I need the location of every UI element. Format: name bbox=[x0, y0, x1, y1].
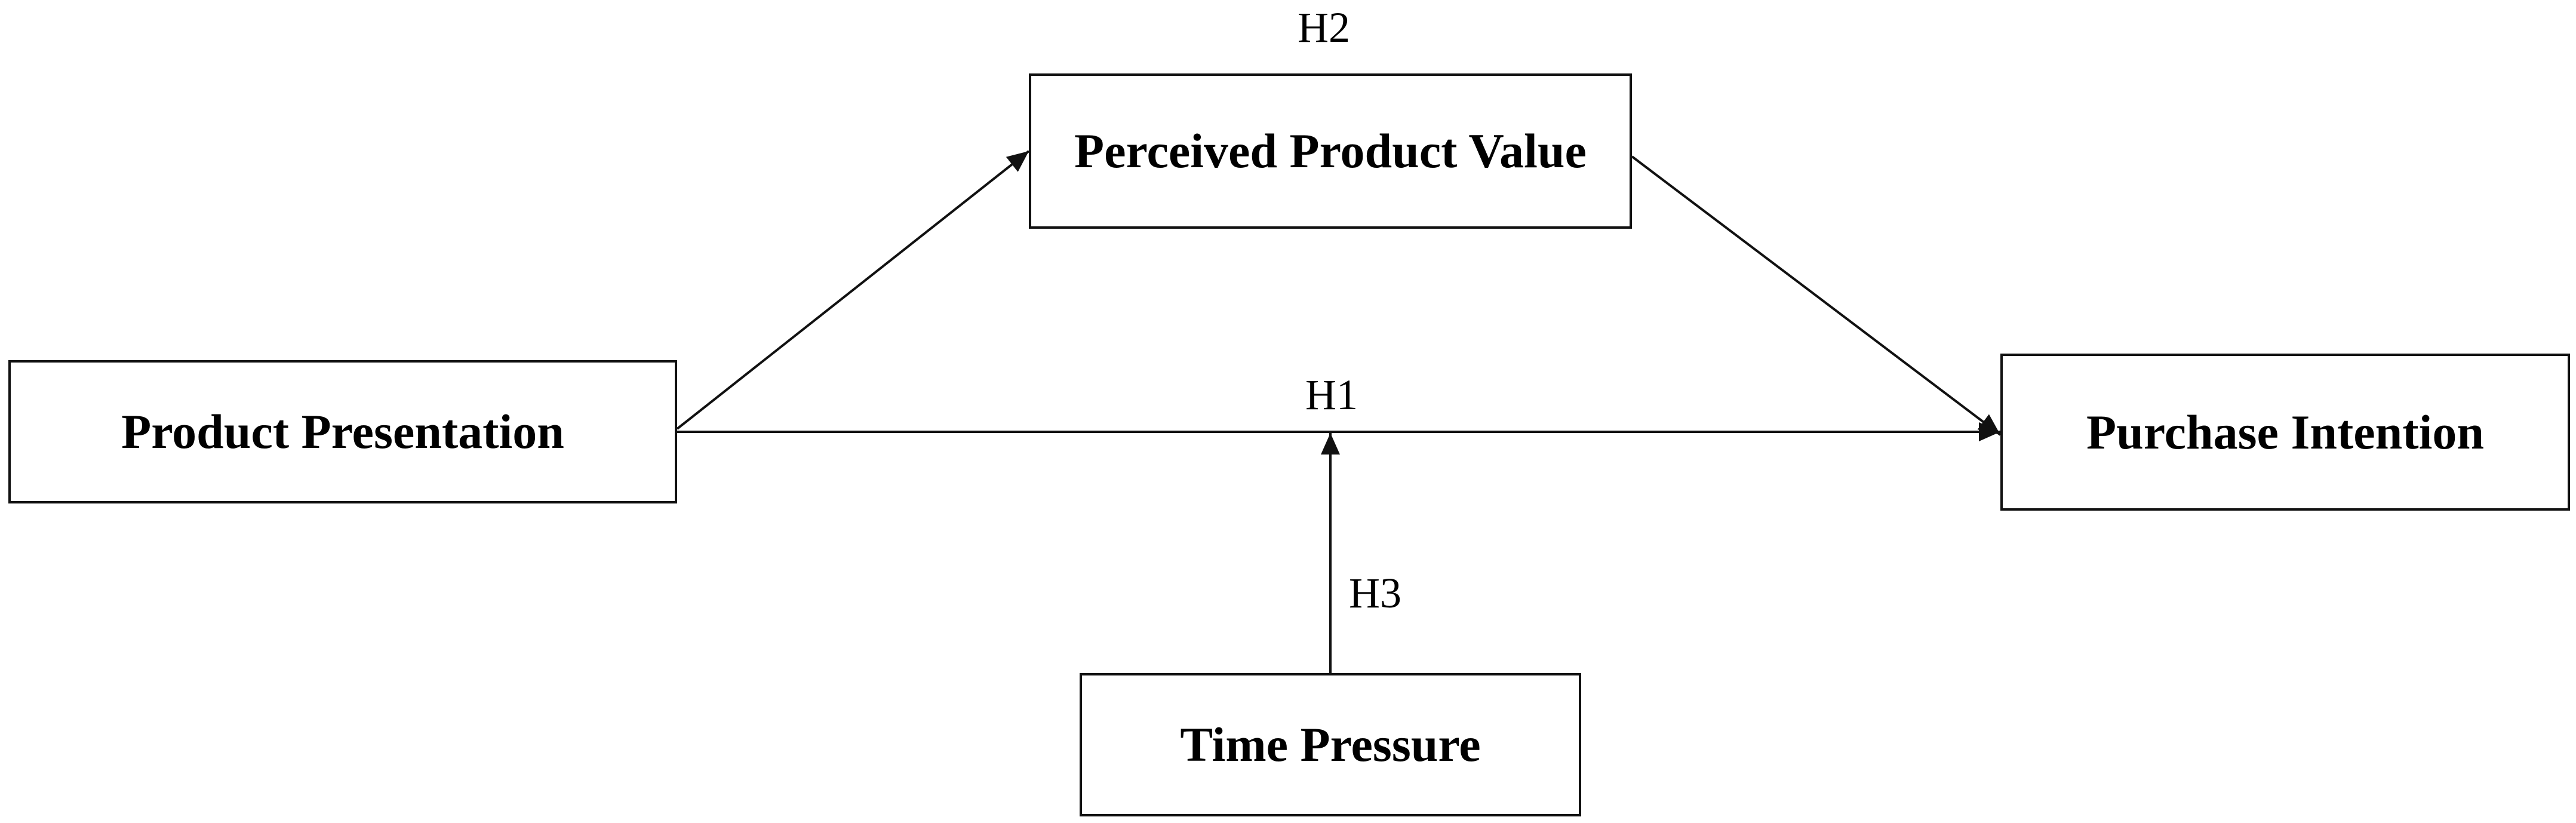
hypothesis-label-h1: H1 bbox=[1305, 371, 1358, 419]
node-label: Perceived Product Value bbox=[1074, 124, 1587, 178]
node-purchase-intention: Purchase Intention bbox=[2000, 354, 2570, 511]
arrow-presentation-to-value bbox=[676, 150, 1030, 430]
hypothesis-label-h2: H2 bbox=[1298, 4, 1350, 51]
node-time-pressure: Time Pressure bbox=[1080, 673, 1581, 816]
node-label: Purchase Intention bbox=[2086, 404, 2484, 459]
node-label: Time Pressure bbox=[1180, 717, 1481, 772]
node-label: Product Presentation bbox=[121, 404, 564, 459]
hypothesis-label-h3: H3 bbox=[1349, 569, 1401, 617]
node-product-presentation: Product Presentation bbox=[8, 360, 677, 503]
arrow-value-to-intention bbox=[1631, 155, 2002, 436]
node-perceived-product-value: Perceived Product Value bbox=[1029, 73, 1632, 229]
